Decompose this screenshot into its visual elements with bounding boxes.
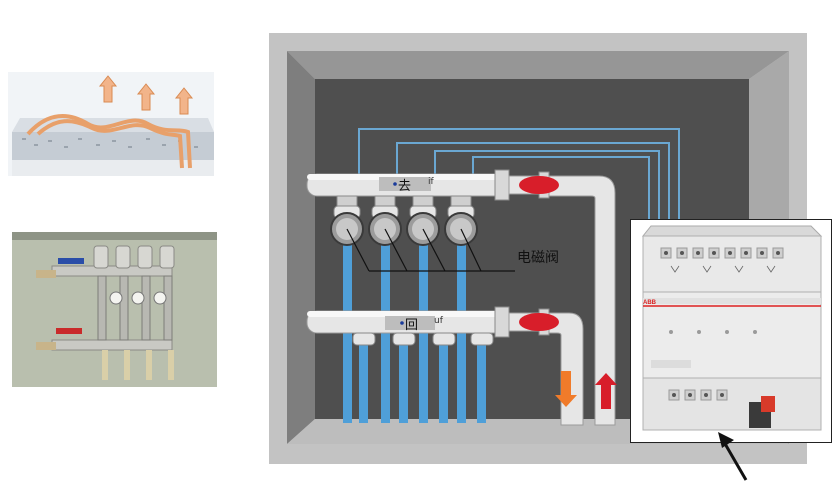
solenoid-valve-label: 电磁阀 [517,250,559,266]
svg-text:ABB: ABB [643,300,657,306]
manifold-photo [12,232,217,387]
return-label: 回 [405,318,419,333]
supply-suffix-label: if [428,177,434,187]
pointer-arrow [718,432,748,481]
floor-heating-illustration [8,72,214,176]
actuator-device-inset: ABB [630,219,832,443]
return-suffix-label: uf [434,316,443,326]
supply-label: 去 [398,179,412,194]
